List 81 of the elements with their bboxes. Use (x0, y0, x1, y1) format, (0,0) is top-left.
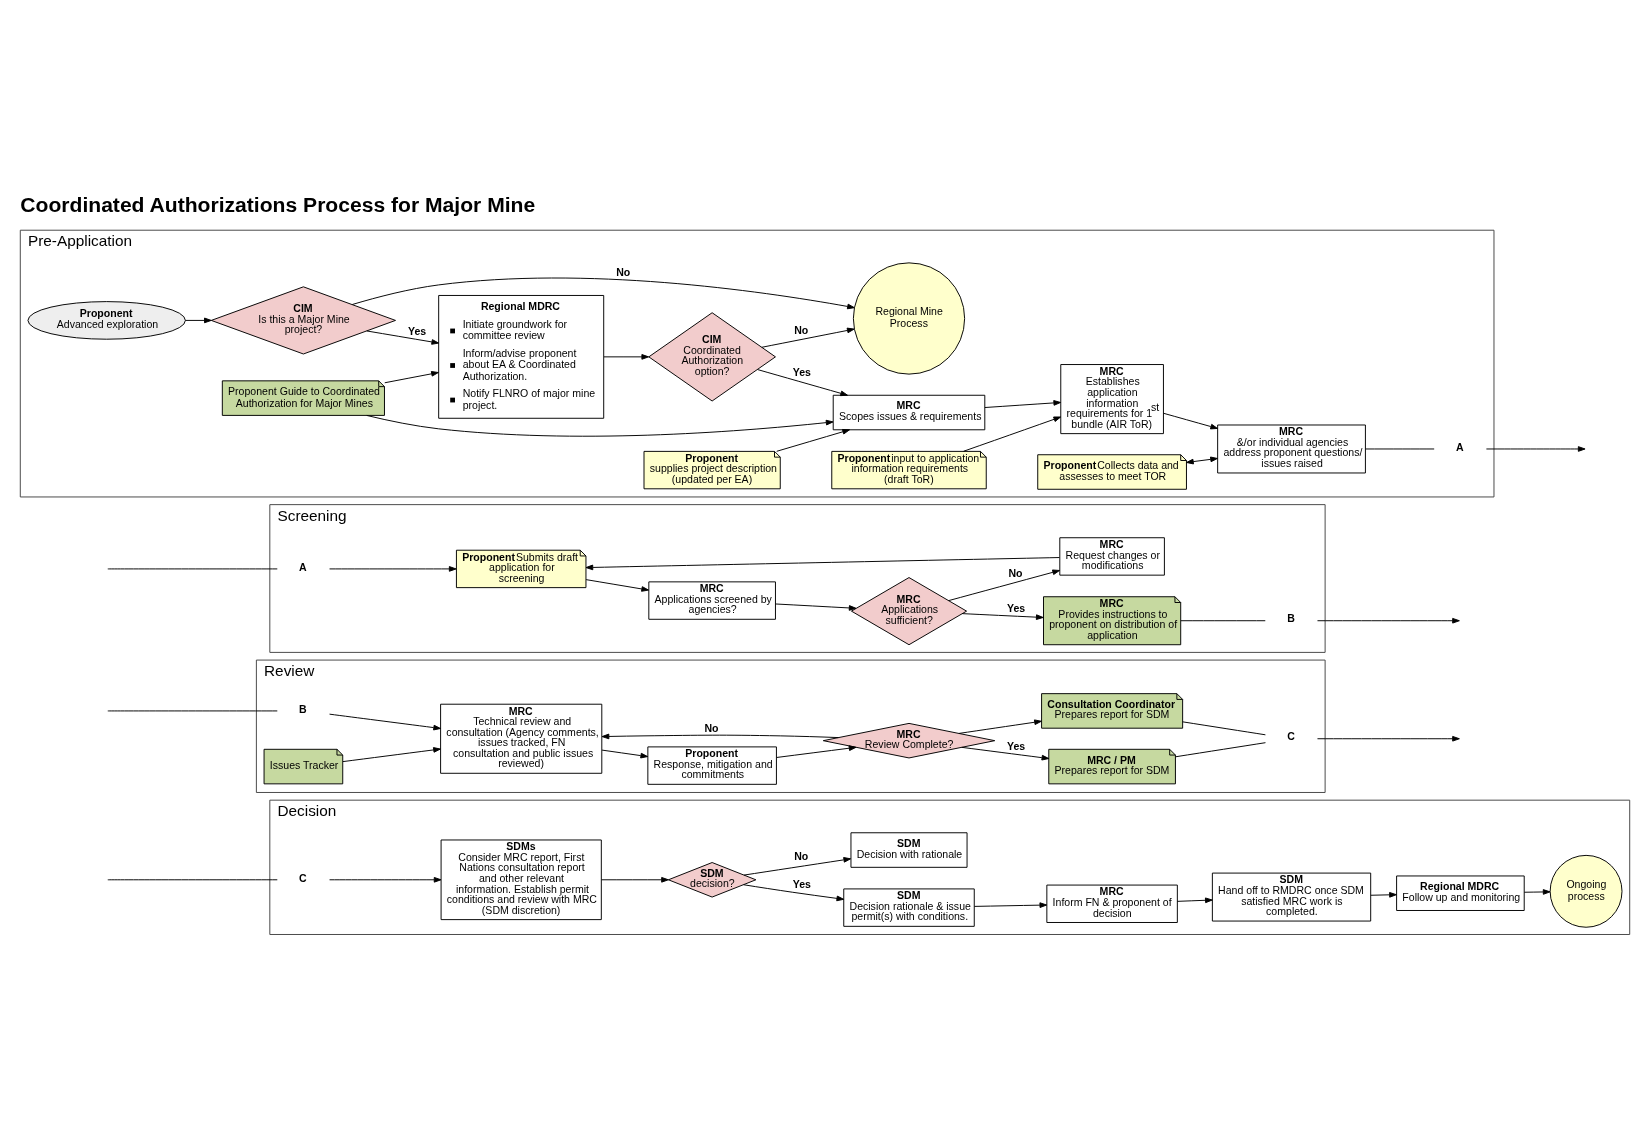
arrow (1523, 888, 1551, 895)
connector (1365, 448, 1435, 449)
edge-label: Yes (1007, 601, 1026, 614)
arrow (961, 746, 1050, 760)
node-box: MRC &/or individual agencies address proponent questions/ issues raised (1217, 424, 1366, 473)
node-box: SDM Decision rationale & issue permit(s) with conditions. (843, 887, 975, 927)
node-box: Regional MDRC Initiate groundwork for committee review Inform/advise proponent about EA & Coordinated Authorization. Notify FLNRO of major mine project. (438, 294, 605, 419)
node-box: MRC Scopes issues & requirements (832, 394, 986, 430)
node-box: SDM Hand off to RMDRC once SDM satisfied MRC work is completed. (1211, 872, 1372, 922)
node-box: Regional MDRC Follow up and monitoring (1396, 875, 1525, 911)
node-text: B (299, 702, 307, 715)
connector (107, 709, 278, 711)
edge-label: Yes (1007, 739, 1026, 752)
arrow (743, 883, 845, 901)
node-box: MRC Technical review and consultation (Agency comments, issues tracked, FN consultation and public issues reviewed) (440, 703, 603, 774)
arrow (329, 713, 441, 730)
node-diamond: MRC Review Complete? (822, 722, 996, 758)
node-diamond: CIM Coordinated Authorization option? (648, 311, 776, 401)
arrow (757, 368, 848, 396)
connector (1175, 741, 1266, 757)
edge-label: Yes (407, 324, 427, 337)
arrow (585, 578, 649, 592)
arrow (1186, 456, 1218, 464)
arrow (1317, 617, 1460, 624)
node-diamond: SDM decision? (667, 861, 757, 898)
edge-label: No (1008, 566, 1023, 579)
edge-label: No (616, 265, 631, 278)
node-box: Proponent Response, mitigation and commitments (647, 745, 777, 785)
arrow (329, 565, 457, 572)
arrow (603, 353, 650, 360)
edge-label: No (794, 849, 809, 862)
node-ellipse: Proponent Advanced exploration (27, 300, 186, 340)
node-text: C (1287, 729, 1295, 742)
arrow (585, 556, 1060, 570)
connector (107, 878, 278, 880)
node-box: SDMs Consider MRC report, First Nations consultation report and other relevant information. Establish permit conditions and review with MRC (SDM discretion) (440, 839, 602, 920)
edge-label: No (794, 323, 809, 336)
node-diamond: CIM Is this a Major Mine project? (210, 285, 396, 354)
arrow (776, 428, 850, 452)
node-text: A (299, 560, 307, 573)
connector (1182, 720, 1266, 735)
connector (1180, 619, 1266, 621)
edge-label: Yes (792, 365, 811, 378)
arrow (601, 733, 839, 739)
connector (107, 567, 278, 569)
arrow (366, 414, 834, 437)
arrow (1317, 735, 1460, 742)
arrow (984, 399, 1062, 408)
arrow (329, 876, 442, 883)
arrow (601, 876, 669, 883)
node-box: MRC Applications screened by agencies? (648, 580, 776, 620)
node-circle: Ongoing process (1549, 854, 1623, 928)
arrow (601, 749, 649, 758)
arrow (973, 901, 1048, 908)
node-text: B (1287, 611, 1295, 624)
arrow (351, 277, 855, 309)
arrow (1370, 891, 1397, 898)
edge-label: Yes (792, 877, 811, 890)
arrow (1163, 412, 1218, 429)
arrow (961, 612, 1044, 620)
node-box: MRC Inform FN & proponent of decision (1046, 884, 1178, 923)
node-box: SDM Decision with rationale (850, 831, 968, 868)
node-box: MRC Request changes or modifications (1059, 536, 1165, 576)
arrow (775, 603, 857, 611)
arrow (776, 744, 857, 758)
arrow (958, 718, 1042, 734)
arrow (366, 329, 440, 345)
diagram-title: Coordinated Authorizations Process for Major Mine (20, 192, 536, 216)
node-text: A (1456, 440, 1464, 453)
arrow (948, 569, 1060, 601)
node-circle: Regional Mine Process (852, 261, 966, 375)
arrow (743, 856, 852, 876)
arrow (761, 327, 855, 348)
arrow (1485, 445, 1586, 452)
arrow (342, 746, 441, 762)
arrow (1176, 896, 1213, 903)
edge-label: No (704, 721, 719, 734)
arrow (185, 317, 212, 323)
arrow (963, 416, 1062, 452)
arrow (384, 370, 439, 383)
node-text: C (299, 871, 307, 884)
